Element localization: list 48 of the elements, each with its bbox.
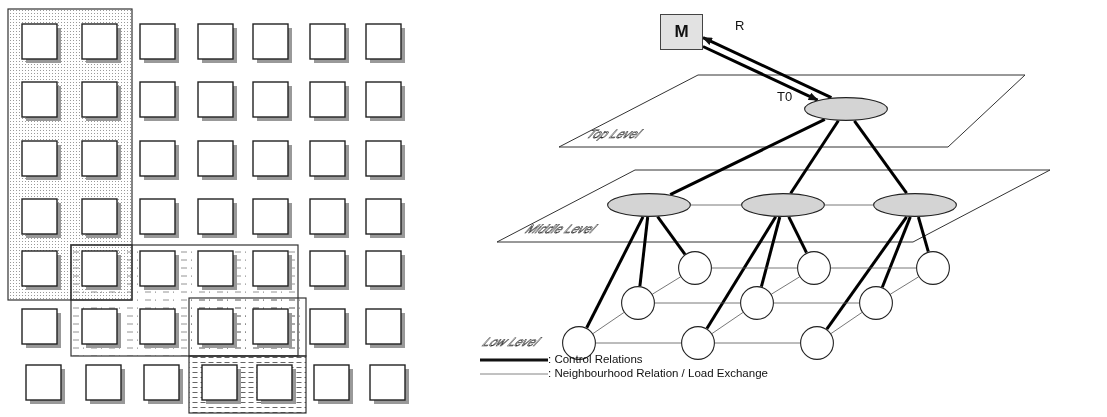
connector-line [711, 267, 798, 269]
ellipse-node [873, 193, 957, 217]
edge-label: T0 [776, 90, 794, 104]
process-box: M [660, 14, 703, 50]
connector-line [830, 267, 917, 269]
edge-label: R [734, 19, 746, 33]
arrow [702, 36, 833, 100]
connector-line [592, 312, 625, 334]
connector-line [880, 216, 912, 288]
ellipse-node [741, 193, 825, 217]
connector-line [595, 342, 682, 344]
connector-line [656, 215, 687, 256]
connector-line [690, 204, 742, 206]
connector-line [714, 342, 801, 344]
legend-text: : Control Relations [548, 353, 643, 366]
circle-node [681, 326, 715, 360]
level-label: Low Level [479, 336, 543, 349]
circle-node [800, 326, 834, 360]
circle-node [621, 286, 655, 320]
connector-line [585, 216, 645, 329]
circle-node [678, 251, 712, 285]
connector-line [638, 216, 650, 287]
arrow [702, 45, 819, 102]
circle-node [797, 251, 831, 285]
connector-line [669, 118, 826, 196]
level-label: Middle Level [522, 223, 599, 236]
legend-text: : Neighbourhood Relation / Load Exchange [548, 367, 768, 380]
connector-line [759, 216, 782, 287]
connector-line [825, 215, 908, 330]
connector-line [773, 302, 860, 304]
connector-line [824, 204, 874, 206]
circle-node [916, 251, 950, 285]
connector-line [853, 119, 908, 195]
connector-line [787, 216, 808, 254]
connector-line [789, 119, 840, 195]
connector-line [711, 312, 744, 334]
connector-line [705, 216, 777, 330]
connector-line [890, 276, 919, 295]
ellipse-node [804, 97, 888, 121]
level-label: Top Level [583, 128, 645, 141]
connector-line [652, 276, 681, 295]
connector-line [916, 216, 930, 253]
circle-node [740, 286, 774, 320]
connector-line [771, 276, 800, 295]
connector-line [654, 302, 741, 304]
circle-node [859, 286, 893, 320]
ellipse-node [607, 193, 691, 217]
connector-line [830, 312, 863, 334]
